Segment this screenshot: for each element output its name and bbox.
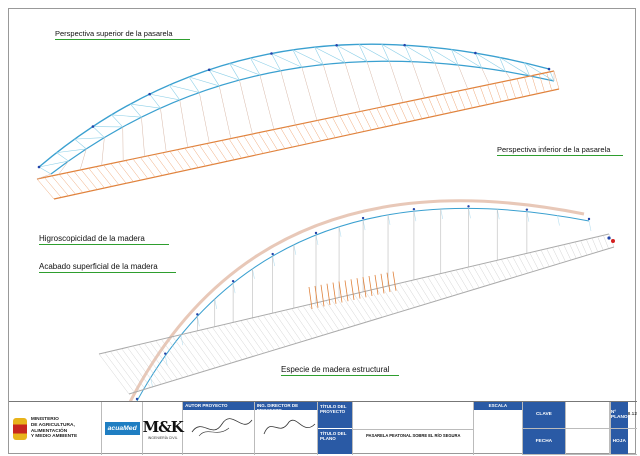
- drawing-sheet: Perspectiva superior de la pasarela Pers…: [8, 8, 637, 455]
- plan-number: 8.12: [627, 402, 637, 429]
- director-column: ING. DIRECTOR DE PROYECTO: [254, 402, 318, 455]
- heading-hygroscopicity: Higroscopicidad de la madera: [39, 234, 169, 245]
- drawing-area: Perspectiva superior de la pasarela Pers…: [9, 9, 637, 412]
- director-signature-icon: [263, 419, 316, 435]
- top-arch-lower: [50, 60, 555, 175]
- bottom-perspective-bridge: [98, 199, 615, 412]
- plan-title: PASARELA PEATONAL SOBRE EL RÍO SEGURA: [366, 433, 461, 439]
- heading-wood-species: Especie de madera estructural: [281, 365, 399, 376]
- bottom-arch-outer: [127, 199, 585, 405]
- heading-top-perspective: Perspectiva superior de la pasarela: [55, 29, 190, 40]
- ministry-logo: MINISTERIO DE AGRICULTURA, ALIMENTACIÓN …: [9, 402, 103, 455]
- bridge-drawing: [36, 43, 615, 412]
- title-block: MINISTERIO DE AGRICULTURA, ALIMENTACIÓN …: [9, 401, 637, 455]
- project-title: [353, 402, 474, 431]
- acuamed-logo: acuaMed: [102, 402, 144, 455]
- scale-column: ESCALA: [474, 402, 523, 455]
- author-signature-icon: [191, 418, 253, 437]
- plan-number-grid: Nº PLANO 8.12 HOJA: [610, 402, 637, 455]
- mk-logo: M&K INGENIERÍA CIVIL: [143, 402, 184, 455]
- title-values: PASARELA PEATONAL SOBRE EL RÍO SEGURA: [353, 402, 475, 455]
- top-arch-upper: [38, 43, 550, 168]
- heading-surface-finish: Acabado superficial de la madera: [39, 262, 176, 273]
- key-date-grid: CLAVE FECHA: [522, 402, 611, 455]
- heading-bottom-perspective: Perspectiva inferior de la pasarela: [497, 145, 623, 156]
- top-perspective-bridge: [36, 43, 560, 200]
- title-labels: TÍTULO DEL PROYECTO TÍTULO DEL PLANO: [318, 402, 354, 455]
- author-column: AUTOR PROYECTO: [183, 402, 255, 455]
- coat-of-arms-icon: [13, 417, 27, 440]
